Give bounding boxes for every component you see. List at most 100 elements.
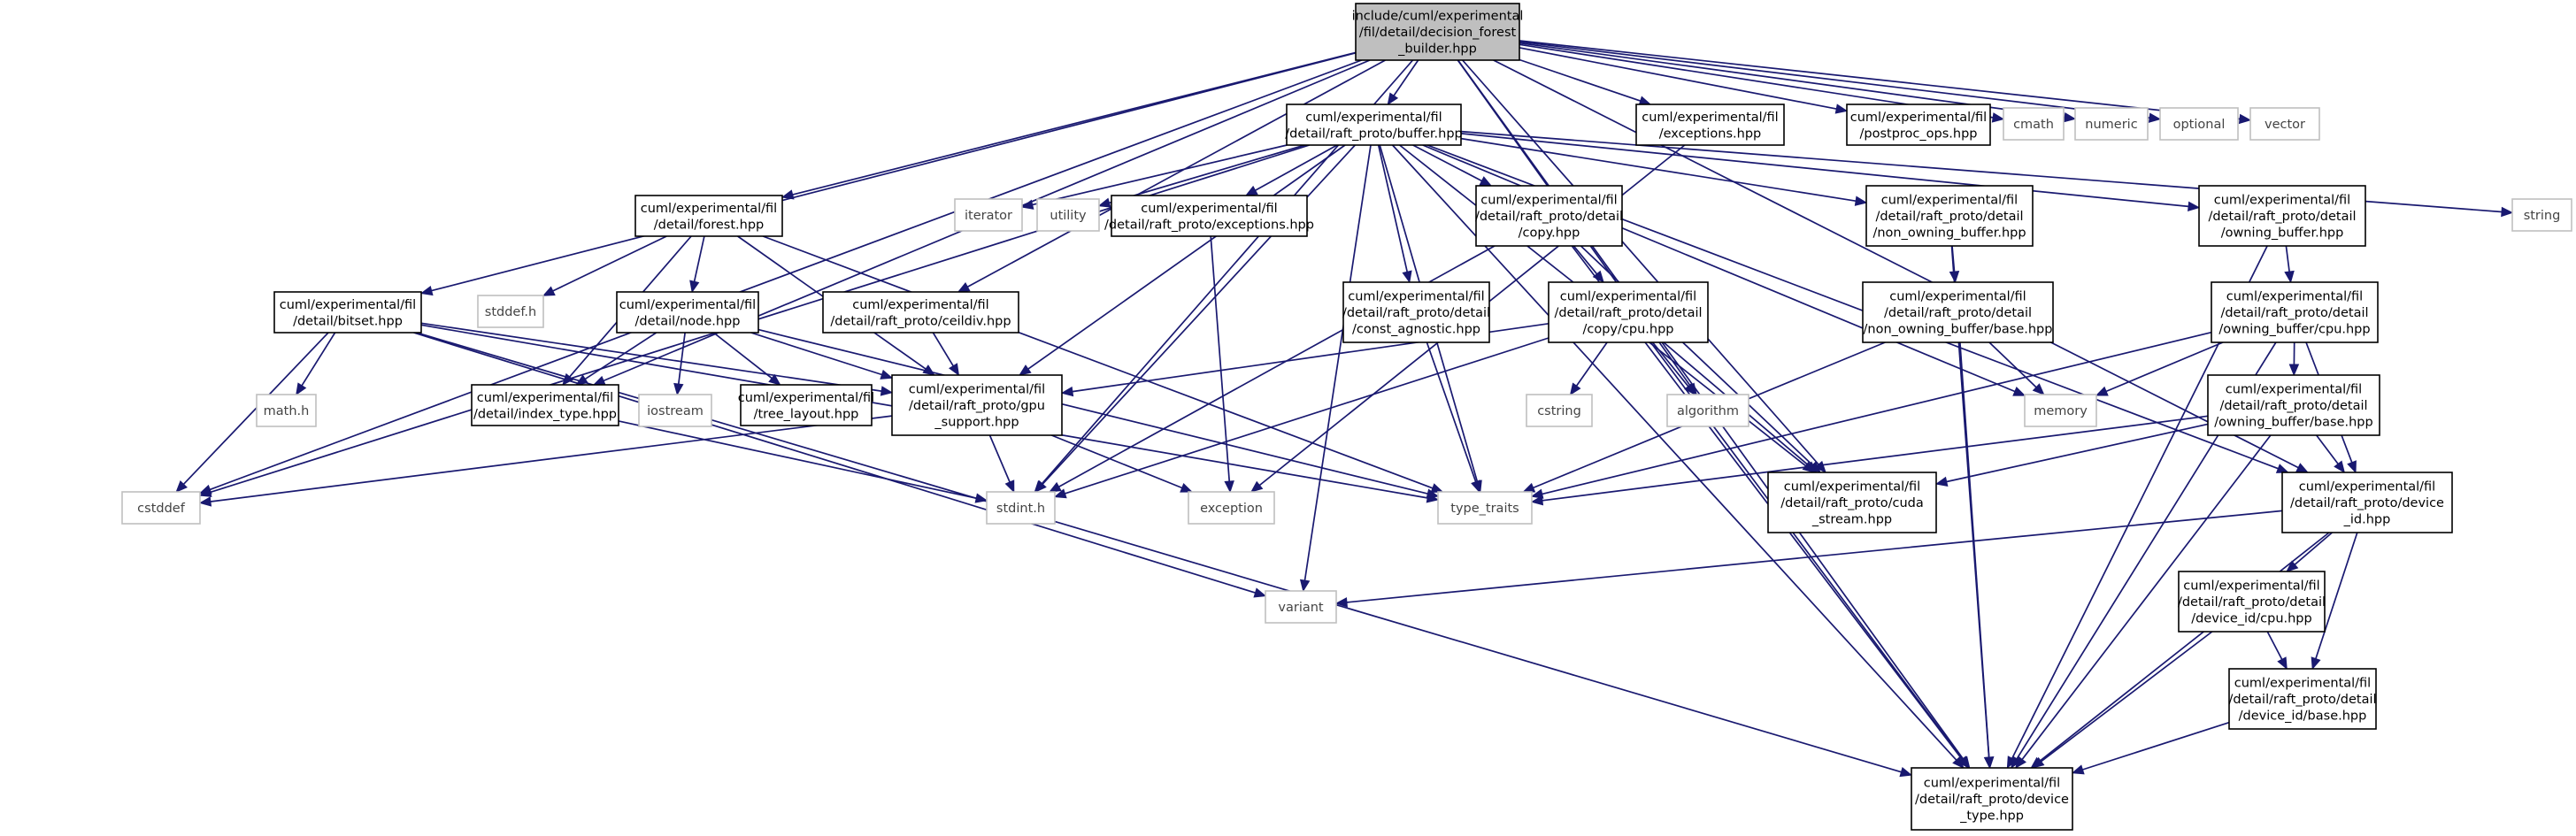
arrowhead-owning_cpu-to-owning_base	[2288, 364, 2300, 377]
edge-bitset-to-gpu_support	[420, 322, 882, 392]
node-device-id-cpu[interactable]: cuml/experimental/fil/detail/raft_proto/…	[2178, 571, 2326, 633]
node-rp-exceptions[interactable]: cuml/experimental/fil/detail/raft_proto/…	[1104, 195, 1314, 237]
node-label-line: _type.hpp	[1959, 809, 2024, 824]
edge-buffer-to-const_agnostic	[1377, 144, 1409, 272]
edge-owning_base-to-device_id	[2316, 434, 2339, 464]
edge-owning_base-to-type_traits	[1542, 415, 2209, 502]
node-box	[477, 295, 544, 328]
node-postproc[interactable]: cuml/experimental/fil/postproc_ops.hpp	[1846, 104, 1991, 146]
node-box	[1111, 195, 1308, 237]
arrowhead-root-to-device_id	[2295, 463, 2310, 473]
arrowhead-buffer-to-const_agnostic	[1402, 270, 1412, 284]
node-label-line: math.h	[264, 404, 310, 418]
node-box	[1767, 472, 1937, 533]
arrowhead-buffer-to-stdint_h	[1034, 479, 1047, 493]
arrowhead-node-to-gpu_support	[880, 369, 894, 380]
node-label-line: cuml/experimental/fil	[2299, 480, 2435, 495]
node-root[interactable]: include/cuml/experimental/fil/detail/dec…	[1352, 3, 1524, 61]
edge-buffer-to-device_type	[1391, 144, 1957, 761]
node-forest[interactable]: cuml/experimental/fil/detail/forest.hpp	[634, 195, 783, 237]
node-box	[2211, 281, 2379, 343]
node-index-type[interactable]: cuml/experimental/fil/detail/index_type.…	[471, 384, 619, 426]
node-label-line: cuml/experimental/fil	[2226, 383, 2362, 397]
node-cuda-stream[interactable]: cuml/experimental/fil/detail/raft_proto/…	[1767, 472, 1937, 533]
node-label-line: /detail/bitset.hpp	[293, 314, 403, 328]
node-label-line: /owning_buffer/cpu.hpp	[2218, 323, 2370, 337]
node-label-line: cuml/experimental/fil	[1348, 290, 1484, 304]
node-label-line: /postproc_ops.hpp	[1860, 127, 1978, 141]
node-box	[1666, 394, 1749, 427]
arrowhead-copy_cpu-to-device_type	[1957, 755, 1970, 770]
arrowhead-copy_cpu-to-cstring	[1569, 382, 1581, 396]
node-box	[1846, 104, 1991, 146]
edge-copy_cpu-to-cstring	[1575, 341, 1608, 387]
node-label-line: /detail/raft_proto/cuda	[1780, 496, 1924, 510]
edge-buffer-to-copy	[1412, 144, 1482, 182]
node-exceptions-fil[interactable]: cuml/experimental/fil/exceptions.hpp	[1635, 104, 1785, 146]
edge-buffer-to-variant	[1303, 144, 1372, 581]
node-cstring: cstring	[1526, 394, 1593, 427]
node-box	[1286, 104, 1462, 146]
node-ceildiv[interactable]: cuml/experimental/fil/detail/raft_proto/…	[822, 291, 1019, 334]
node-non-owning[interactable]: cuml/experimental/fil/detail/raft_proto/…	[1865, 185, 2034, 247]
node-label-line: /const_agnostic.hpp	[1352, 323, 1480, 337]
node-label-line: /detail/raft_proto/device	[1915, 793, 2069, 807]
node-node[interactable]: cuml/experimental/fil/detail/node.hpp	[616, 291, 759, 334]
arrowhead-root-to-postproc	[1834, 104, 1849, 114]
edge-node-to-type_traits	[757, 328, 1428, 495]
node-non-owning-base[interactable]: cuml/experimental/fil/detail/raft_proto/…	[1862, 281, 2054, 343]
node-gpu-support[interactable]: cuml/experimental/fil/detail/raft_proto/…	[891, 374, 1063, 436]
edge-bitset-to-math_h	[301, 332, 336, 387]
arrowhead-exceptions_fil-to-exception	[1250, 480, 1264, 493]
node-box	[2511, 198, 2572, 232]
node-label-line: exception	[1200, 502, 1263, 516]
arrowhead-owning_base-to-device_type	[2015, 755, 2026, 770]
node-label-line: cuml/experimental/fil	[641, 202, 777, 216]
node-label-line: /detail/raft_proto/gpu	[909, 399, 1045, 413]
node-copy-cpu[interactable]: cuml/experimental/fil/detail/raft_proto/…	[1548, 281, 1709, 343]
node-device-id-base[interactable]: cuml/experimental/fil/detail/raft_proto/…	[2228, 668, 2377, 730]
edge-non_owning_base-to-memory	[1988, 341, 2037, 388]
node-label-line: optional	[2173, 118, 2226, 132]
arrowhead-device_id_cpu-to-device_type	[2032, 756, 2045, 769]
node-owning-base[interactable]: cuml/experimental/fil/detail/raft_proto/…	[2207, 374, 2380, 436]
node-box	[2024, 394, 2097, 427]
arrowhead-non_owning_base-to-type_traits	[1522, 482, 1536, 493]
node-box	[2281, 472, 2453, 533]
edge-owning-to-owning_cpu	[2285, 245, 2290, 272]
node-label-line: /detail/raft_proto/device	[2290, 496, 2444, 510]
arrowhead-buffer-to-copy	[1479, 176, 1493, 187]
node-label-line: cuml/experimental/fil	[2183, 579, 2319, 594]
node-device-id[interactable]: cuml/experimental/fil/detail/raft_proto/…	[2281, 472, 2453, 533]
edge-root-to-bitset	[431, 51, 1357, 292]
node-copy[interactable]: cuml/experimental/fil/detail/raft_proto/…	[1475, 185, 1623, 247]
node-label-line: /detail/forest.hpp	[654, 218, 765, 232]
node-stdint-h: stdint.h	[986, 491, 1056, 525]
node-box	[616, 291, 759, 334]
node-device-type[interactable]: cuml/experimental/fil/detail/raft_proto/…	[1911, 767, 2073, 831]
arrowhead-index_type-to-stdint_h	[974, 493, 988, 503]
node-label-line: utility	[1050, 209, 1087, 223]
node-owning[interactable]: cuml/experimental/fil/detail/raft_proto/…	[2198, 185, 2366, 247]
node-const-agnostic[interactable]: cuml/experimental/fil/detail/raft_proto/…	[1342, 281, 1490, 343]
node-label-line: /detail/raft_proto/detail	[2220, 306, 2368, 320]
edge-device_id-to-device_id_cpu	[2294, 532, 2333, 565]
node-buffer[interactable]: cuml/experimental/fil/detail/raft_proto/…	[1285, 104, 1463, 146]
node-label-line: vector	[2265, 118, 2305, 132]
node-label-line: /device_id/base.hpp	[2239, 709, 2367, 724]
edge-owning_base-to-device_type	[2021, 434, 2272, 761]
node-label-line: /detail/raft_proto/detail	[1475, 210, 1623, 224]
edge-buffer-to-owning	[1460, 133, 2189, 208]
node-box	[822, 291, 1019, 334]
node-optional: optional	[2159, 107, 2239, 141]
node-string: string	[2511, 198, 2572, 232]
arrowhead-gpu_support-to-cstddef	[198, 496, 212, 507]
arrowhead-copy_cpu-to-algorithm	[1684, 382, 1696, 396]
node-utility: utility	[1036, 198, 1100, 232]
node-tree-layout[interactable]: cuml/experimental/fil/tree_layout.hpp	[738, 384, 874, 426]
node-box	[2074, 107, 2149, 141]
node-box	[1862, 281, 2054, 343]
node-label-line: cuml/experimental/fil	[1480, 194, 1617, 208]
node-owning-cpu[interactable]: cuml/experimental/fil/detail/raft_proto/…	[2211, 281, 2379, 343]
node-bitset[interactable]: cuml/experimental/fil/detail/bitset.hpp	[273, 291, 422, 334]
